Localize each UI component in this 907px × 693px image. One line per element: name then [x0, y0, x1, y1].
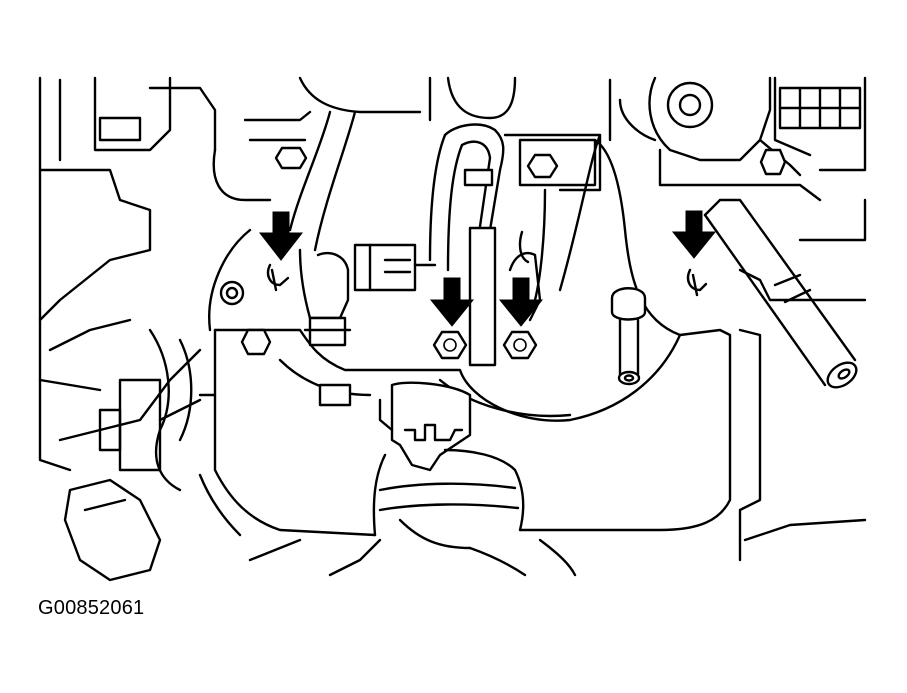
left-wiring	[148, 328, 242, 537]
top-pulley	[298, 76, 517, 122]
engine-block-right	[738, 198, 867, 562]
arrow-center-left-nut	[429, 277, 475, 327]
side-studs	[219, 263, 708, 306]
arrow-right-stud	[671, 210, 717, 259]
callout-arrows	[258, 210, 717, 327]
center-nuts	[432, 230, 542, 360]
right-bracket	[503, 78, 682, 337]
figure-id-label: G00852061	[38, 597, 145, 619]
right-stud-pin	[610, 287, 647, 386]
lower-sensor	[318, 381, 472, 472]
dipstick-tube	[703, 198, 858, 389]
upper-right-component	[618, 76, 867, 202]
curved-pipe-left	[212, 110, 357, 252]
manifold-outline	[208, 228, 732, 537]
arrow-center-right-nut	[498, 277, 544, 327]
lower-bellows-hose	[248, 448, 577, 577]
center-hose-loop	[428, 123, 505, 367]
arrow-left-stud	[258, 211, 304, 261]
engine-block-left	[38, 76, 217, 582]
center-connectors	[298, 243, 437, 347]
